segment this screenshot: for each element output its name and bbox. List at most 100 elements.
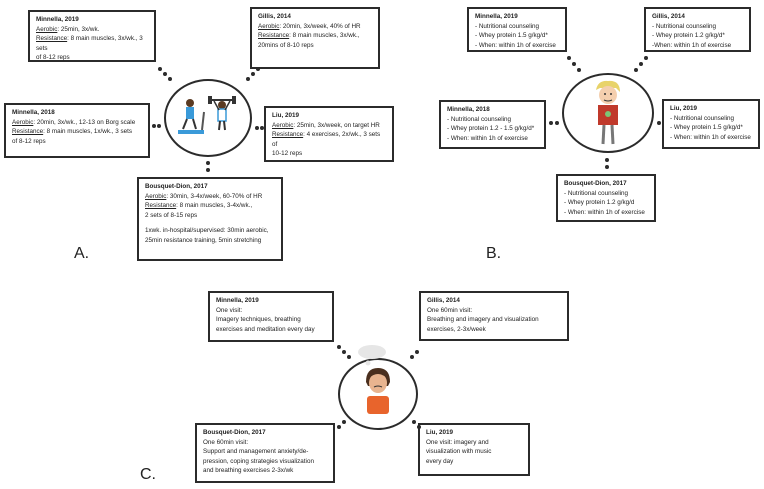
connector-dot	[163, 72, 167, 76]
thought-bubble-icon	[358, 345, 386, 366]
connector-dot	[644, 56, 648, 60]
activity-text-cont: exercises, 2-3x/week	[427, 325, 486, 333]
connector-dot	[260, 126, 264, 130]
panel-b-gillis-2014: Gillis, 2014 - Nutritional counseling - …	[644, 7, 751, 52]
aerobic-text: : 20min, 3x/week, 40% of HR	[279, 22, 361, 30]
panel-c-gillis-2014: Gillis, 2014 One 60min visit: Breathing …	[419, 291, 569, 341]
panel-a-liu-2019: Liu, 2019 Aerobic: 25min, 3x/week, on ta…	[264, 106, 394, 162]
panel-c-label: C.	[140, 466, 156, 483]
connector-dot	[168, 77, 172, 81]
box-title: Minnella, 2019	[36, 16, 79, 23]
connector-dot	[639, 62, 643, 66]
box-title: Minnella, 2018	[12, 109, 55, 116]
box-title: Minnella, 2018	[447, 106, 490, 113]
counseling-text: - Nutritional counseling	[652, 22, 717, 30]
connector-dot	[605, 165, 609, 169]
connector-dot	[410, 355, 414, 359]
resistance-label: Resistance	[12, 128, 44, 136]
box-title: Bousquet-Dion, 2017	[145, 183, 208, 190]
exercise-icon	[178, 96, 236, 134]
aerobic-text: : 25min, 3x/week, on target HR	[293, 121, 380, 129]
aerobic-text: : 25min, 3x/wk.	[57, 25, 100, 33]
activity-text: Imagery techniques, breathing	[216, 316, 301, 324]
panel-c-bousquet-dion-2017: Bousquet-Dion, 2017 One 60min visit: Sup…	[195, 423, 335, 483]
box-title: Liu, 2019	[426, 429, 453, 436]
connector-dot	[555, 121, 559, 125]
visit-text: One visit: imagery and	[426, 438, 489, 446]
resistance-text: : 4 exercises, 2x/wk., 3 sets of	[272, 131, 381, 148]
resistance-text-cont: 20mins of 8-10 reps	[258, 41, 314, 49]
connector-dot	[342, 420, 346, 424]
counseling-text: - Nutritional counseling	[447, 115, 512, 123]
activity-text: Breathing and imagery and visualization	[427, 316, 539, 324]
box-title: Liu, 2019	[272, 112, 299, 119]
connector-dot	[256, 67, 260, 71]
nutrition-person-icon	[596, 80, 620, 145]
timing-text: - When: within 1h of exercise	[670, 133, 751, 141]
connector-dot	[415, 350, 419, 354]
box-title: Gillis, 2014	[652, 13, 685, 20]
panel-a-gillis-2014: Gillis, 2014 Aerobic: 20min, 3x/week, 40…	[250, 7, 380, 69]
resistance-text: : 8 main muscles, 1x/wk., 3 sets	[43, 128, 133, 136]
panel-a-bousquet-dion-2017: Bousquet-Dion, 2017 Aerobic: 30min, 3-4x…	[137, 177, 283, 261]
resistance-text: : 8 main muscles, 3x/wk., 3 sets	[36, 35, 143, 52]
aerobic-text: : 30min, 3-4x/week, 60-70% of HR	[166, 192, 263, 200]
timing-text: - When: within 1h of exercise	[447, 134, 528, 142]
connector-dot	[412, 420, 416, 424]
panel-b-bousquet-dion-2017: Bousquet-Dion, 2017 - Nutritional counse…	[556, 174, 656, 222]
resistance-text-cont: of 8-12 reps	[36, 54, 70, 62]
panel-c-minnella-2019: Minnella, 2019 One visit: Imagery techni…	[208, 291, 334, 342]
panel-a-label: A.	[74, 245, 90, 262]
visit-text: One 60min visit:	[203, 438, 249, 446]
connector-dot	[206, 168, 210, 172]
protein-text: - Whey protein 1.5 g/kg/d*	[475, 32, 548, 40]
activity-text: Support and management anxiety/de-	[203, 448, 309, 456]
connector-dot	[157, 124, 161, 128]
box-title: Bousquet-Dion, 2017	[203, 429, 266, 436]
panel-b-label: B.	[486, 245, 502, 262]
connector-dot	[347, 355, 351, 359]
activity-text-cont: every day	[426, 457, 454, 465]
resistance-text-cont: 2 sets of 8-15 reps	[145, 211, 198, 219]
connector-dot	[246, 77, 250, 81]
connector-dot	[251, 72, 255, 76]
resistance-text-cont: 10-12 reps	[272, 150, 303, 158]
connector-dot	[572, 62, 576, 66]
aerobic-label: Aerobic	[36, 25, 58, 33]
panel-a-minnella-2019: Minnella, 2019 Aerobic: 25min, 3x/wk. Re…	[28, 10, 156, 62]
counseling-text: - Nutritional counseling	[670, 114, 735, 122]
resistance-label: Resistance	[145, 202, 177, 210]
aerobic-text: : 20min, 3x/wk., 12-13 on Borg scale	[33, 118, 136, 126]
activity-text-cont: and breathing exercises 2-3x/wk	[203, 467, 294, 475]
connector-dot	[337, 345, 341, 349]
supervised-text: 1xwk. in-hospital/supervised: 30min aero…	[145, 227, 269, 235]
connector-dot	[342, 350, 346, 354]
panel-b-liu-2019: Liu, 2019 - Nutritional counseling - Whe…	[662, 99, 760, 149]
protein-text: - Whey protein 1.5 g/kg/d*	[670, 124, 743, 132]
connector-dot	[605, 158, 609, 162]
timing-text: - When: within 1h of exercise	[564, 208, 645, 216]
connector-dot	[337, 425, 341, 429]
aerobic-label: Aerobic	[12, 118, 34, 126]
activity-text: visualization with music	[426, 448, 492, 456]
aerobic-label: Aerobic	[272, 121, 294, 129]
activity-text-cont: pression, coping strategies visualizatio…	[203, 457, 314, 465]
protein-text: - Whey protein 1.2 g/kg/d	[564, 199, 635, 207]
connector-dot	[549, 121, 553, 125]
protein-text: - Whey protein 1.2 - 1.5 g/kg/d*	[447, 125, 535, 133]
panel-b-minnella-2018: Minnella, 2018 - Nutritional counseling …	[439, 100, 546, 149]
counseling-text: - Nutritional counseling	[564, 189, 629, 197]
counseling-text: - Nutritional counseling	[475, 22, 540, 30]
panel-c-liu-2019: Liu, 2019 One visit: imagery and visuali…	[418, 423, 530, 476]
panel-b-minnella-2019: Minnella, 2019 - Nutritional counseling …	[467, 7, 567, 52]
aerobic-label: Aerobic	[258, 22, 280, 30]
resistance-label: Resistance	[258, 32, 290, 40]
connector-dot	[567, 56, 571, 60]
visit-text: One 60min visit:	[427, 306, 473, 314]
box-title: Gillis, 2014	[258, 13, 291, 20]
panel-a-center-circle	[164, 79, 252, 157]
box-title: Gillis, 2014	[427, 297, 460, 304]
connector-dot	[255, 126, 259, 130]
panel-a-minnella-2018: Minnella, 2018 Aerobic: 20min, 3x/wk., 1…	[4, 103, 150, 158]
connector-dot	[206, 161, 210, 165]
